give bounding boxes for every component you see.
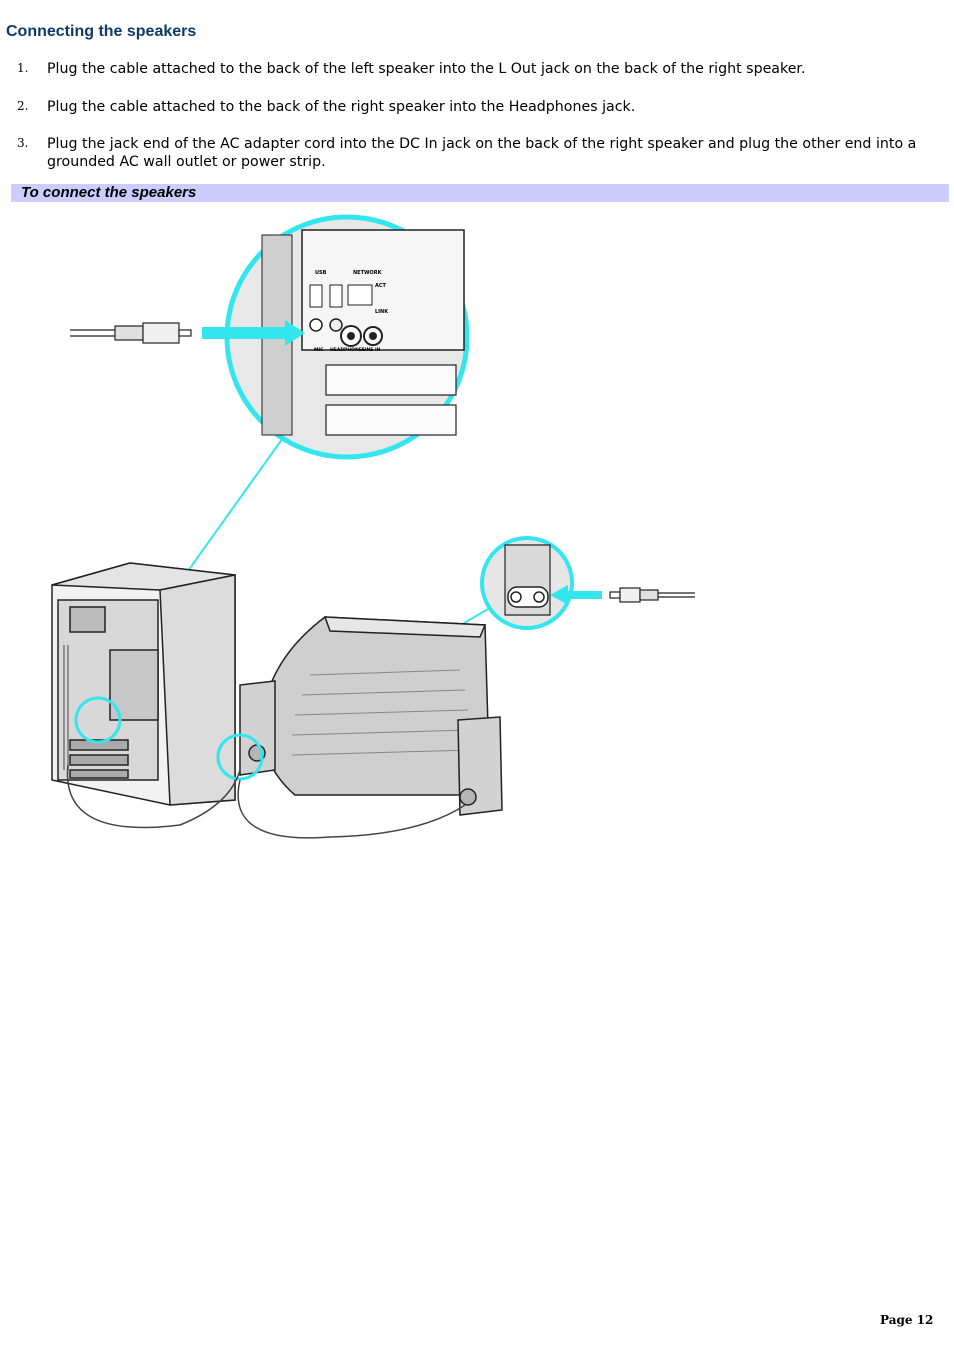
page-number: Page 12 [880,1313,934,1327]
port-panel-callout: USB NETWORK ACT LINK MIC HEADPHONES LINE… [224,214,470,460]
callout-ring [216,733,264,781]
headphone-plug [70,322,192,344]
step-number: 1. [17,61,29,75]
headphones-label: HEADPHONES [330,347,365,353]
monitor [261,616,491,796]
page-title: Connecting the speakers [6,23,197,40]
speaker-jack-callout [480,536,574,630]
act-label: ACT [375,283,387,289]
procedure-banner: To connect the speakers [11,184,949,202]
line-in-label: LINE IN [362,347,381,353]
step-text: Plug the cable attached to the back of t… [47,61,806,77]
step-text: Plug the cable attached to the back of t… [47,99,636,115]
step-number: 2. [17,99,29,113]
usb-label: USB [315,270,327,276]
callout-ring [74,696,122,744]
step-number: 3. [17,136,29,150]
computer-tower [51,562,236,806]
insert-arrow [202,320,305,346]
network-label: NETWORK [353,270,383,276]
insert-arrow [550,585,602,605]
mic-label: MIC [314,347,324,353]
speaker-plug [609,587,695,603]
left-speaker [239,680,276,776]
procedure-title: To connect the speakers [21,184,197,201]
cable [66,764,241,829]
cable [237,779,466,839]
speaker-connection-illustration: USB NETWORK ACT LINK MIC HEADPHONES LINE… [51,214,695,839]
right-speaker [457,716,503,816]
step-text: Plug the jack end of the AC adapter cord… [47,136,917,170]
link-label: LINK [375,309,389,315]
